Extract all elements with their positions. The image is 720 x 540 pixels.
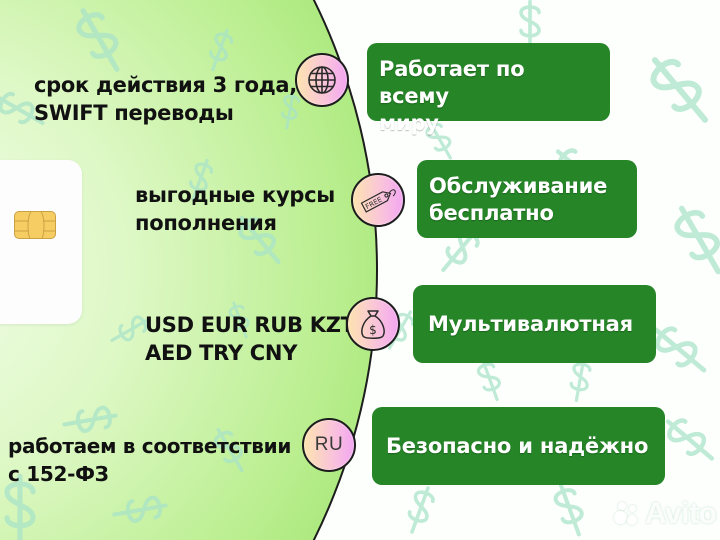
- label-validity-swift: срок действия 3 года, SWIFT переводы: [34, 71, 297, 127]
- node-free-tag: FREE: [351, 173, 405, 227]
- label-exchange-rates: выгодные курсы пополнения: [135, 181, 335, 237]
- feature-multicurrency: Мультивалютная: [413, 285, 656, 363]
- feature-line: миру: [379, 111, 439, 135]
- avito-watermark: Avito: [614, 497, 717, 531]
- label-line: работаем в соответствии: [8, 434, 292, 458]
- label-line: USD EUR RUB KZT: [145, 313, 355, 337]
- svg-text:FREE: FREE: [364, 196, 383, 211]
- label-currencies: USD EUR RUB KZT AED TRY CNY: [145, 311, 355, 367]
- label-line: выгодные курсы: [135, 183, 335, 207]
- credit-card-illustration: [0, 160, 82, 324]
- feature-line: Работает по всему: [379, 57, 525, 108]
- feature-line: Обслуживание: [429, 174, 608, 198]
- feature-safe-reliable: Безопасно и надёжно: [372, 407, 665, 485]
- node-globe: [295, 53, 349, 107]
- svg-text:$: $: [369, 323, 377, 337]
- free-tag-icon: FREE: [360, 189, 396, 213]
- avito-logo-icon: [614, 501, 642, 527]
- feature-line: Мультивалютная: [428, 311, 633, 336]
- money-bag-icon: $: [361, 310, 385, 339]
- label-line: AED TRY CNY: [145, 341, 298, 365]
- label-line: SWIFT переводы: [34, 101, 234, 125]
- feature-worldwide: Работает по всему миру: [367, 43, 610, 135]
- avito-watermark-text: Avito: [645, 497, 717, 530]
- node-money-bag: $: [346, 297, 400, 351]
- card-chip-icon: [14, 211, 56, 239]
- label-line: пополнения: [135, 211, 277, 235]
- label-152fz-compliance: работаем в соответствии с 152-ФЗ: [8, 432, 291, 488]
- feature-line: бесплатно: [429, 201, 554, 225]
- label-line: срок действия 3 года,: [34, 73, 297, 97]
- globe-icon: [308, 66, 336, 94]
- feature-free-service: Обслуживание бесплатно: [417, 160, 637, 238]
- feature-line: Безопасно и надёжно: [386, 433, 649, 458]
- ru-text-icon: RU: [314, 434, 344, 455]
- node-ru: RU: [302, 418, 356, 472]
- label-line: с 152-ФЗ: [8, 462, 109, 486]
